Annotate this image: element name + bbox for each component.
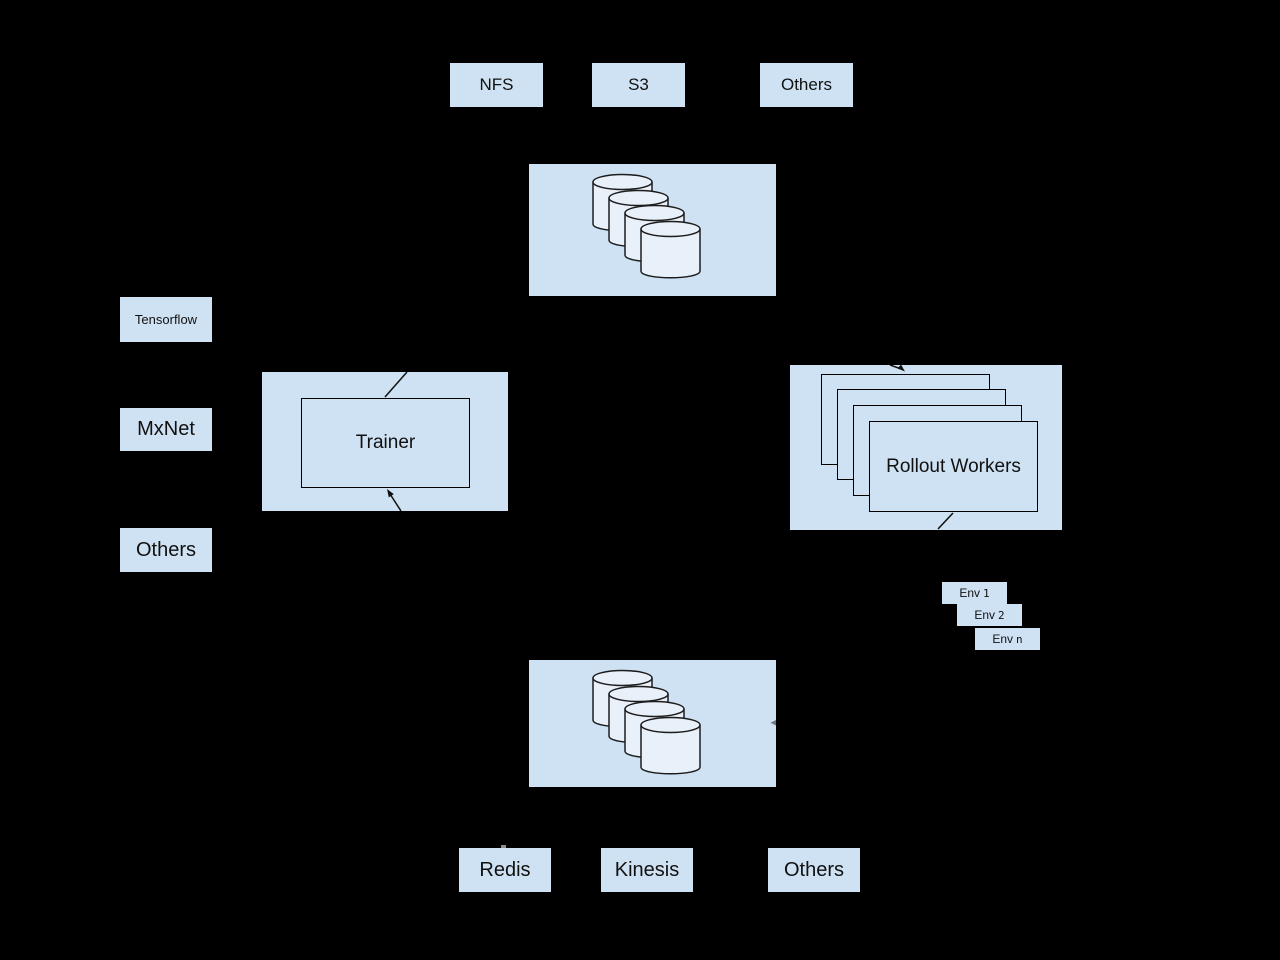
queue-box-others-label: Others bbox=[783, 858, 845, 881]
storage-box-others-label: Others bbox=[780, 75, 833, 94]
env-box-1-label: Env bbox=[959, 586, 981, 600]
queue-box-kinesis-label: Kinesis bbox=[614, 858, 680, 881]
env-box-1-index: 1 bbox=[983, 586, 990, 600]
rollout-workers-label: Rollout Workers bbox=[886, 455, 1021, 477]
env-box-1: Env 1 bbox=[942, 582, 1007, 604]
rollout-worker-card-front: Rollout Workers bbox=[869, 421, 1038, 512]
storage-box-nfs-label: NFS bbox=[479, 75, 514, 94]
storage-box-others: Others bbox=[760, 63, 853, 107]
storage-box-s3: S3 bbox=[592, 63, 685, 107]
queue-box-redis: Redis bbox=[459, 848, 551, 892]
incoming-arrow-tip bbox=[501, 845, 506, 848]
framework-box-tensorflow-label: Tensorflow bbox=[134, 312, 198, 327]
trainer-box: Trainer bbox=[301, 398, 470, 488]
framework-box-tensorflow: Tensorflow bbox=[120, 297, 212, 342]
datastore-bottom-box bbox=[529, 660, 776, 787]
rollout-workers-group-box: Rollout Workers bbox=[790, 365, 1062, 530]
storage-box-s3-label: S3 bbox=[628, 75, 649, 94]
env-box-n: Env n bbox=[975, 628, 1040, 650]
env-box-2: Env 2 bbox=[957, 604, 1022, 626]
trainer-label: Trainer bbox=[355, 432, 416, 453]
datastore-top-box bbox=[529, 164, 776, 296]
framework-box-mxnet: MxNet bbox=[120, 408, 212, 451]
env-box-2-label: Env bbox=[974, 608, 996, 622]
framework-box-mxnet-label: MxNet bbox=[137, 418, 195, 440]
storage-box-nfs: NFS bbox=[450, 63, 543, 107]
trainer-group-box: Trainer bbox=[262, 372, 508, 511]
incoming-arrow-tip bbox=[770, 720, 776, 726]
env-box-2-index: 2 bbox=[998, 608, 1005, 622]
database-stack-icon bbox=[592, 173, 701, 279]
framework-box-others: Others bbox=[120, 528, 212, 572]
queue-box-redis-label: Redis bbox=[479, 858, 531, 881]
framework-box-others-label: Others bbox=[135, 538, 197, 561]
env-box-n-index: n bbox=[1016, 632, 1023, 646]
database-stack-icon bbox=[592, 669, 776, 775]
env-box-n-label: Env bbox=[992, 632, 1014, 646]
queue-box-others: Others bbox=[768, 848, 860, 892]
queue-box-kinesis: Kinesis bbox=[601, 848, 693, 892]
